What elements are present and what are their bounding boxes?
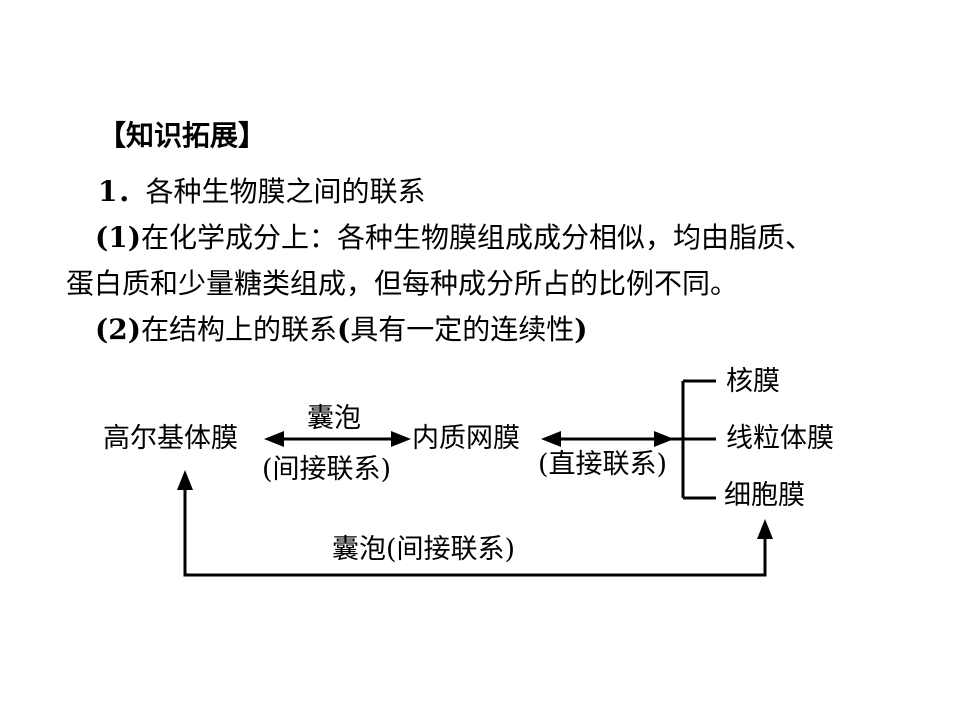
sub-point-2-paren-close: ) (574, 313, 588, 346)
sub-point-2-paren-open: ( (337, 313, 351, 346)
sub-point-1-text-a: 在化学成分上：各种生物膜组成成分相似，均由脂质、 (140, 221, 813, 254)
sub-point-2-marker: (2) (95, 313, 141, 346)
label-vesicle-top: 囊泡 (307, 403, 361, 434)
label-vesicle-bottom: 囊泡(间接联系) (332, 534, 516, 565)
section-heading: 【知识拓展】 (98, 119, 267, 152)
sub-point-2-text-b: 具有一定的连续性 (350, 313, 575, 346)
node-nuclear-membrane: 核膜 (726, 366, 780, 397)
arrowhead-to-er-left-icon (391, 431, 411, 447)
point-1: 1．各种生物膜之间的联系 (98, 175, 426, 209)
arrowhead-to-golgi-icon (264, 431, 284, 447)
label-direct-link: (直接联系) (538, 449, 668, 480)
point-1-number: 1． (98, 175, 146, 208)
sub-point-1-line-1: (1)在化学成分上：各种生物膜组成成分相似，均由脂质、 (95, 221, 813, 255)
arrowhead-up-to-plasma-icon (757, 519, 773, 539)
sub-point-1-marker: (1) (95, 221, 141, 254)
node-er-membrane: 内质网膜 (412, 423, 520, 454)
label-indirect-link: (间接联系) (262, 454, 392, 485)
sub-point-2: (2)在结构上的联系(具有一定的连续性) (95, 313, 588, 347)
point-1-text: 各种生物膜之间的联系 (145, 175, 426, 208)
node-plasma-membrane: 细胞膜 (724, 480, 805, 511)
sub-point-1-line-2: 蛋白质和少量糖类组成，但每种成分所占的比例不同。 (66, 267, 739, 300)
arrowhead-to-er-right-icon (541, 431, 561, 447)
arrowhead-to-branch-icon (654, 431, 674, 447)
node-golgi-membrane: 高尔基体膜 (103, 423, 238, 454)
sub-point-2-text-a: 在结构上的联系 (140, 313, 337, 346)
arrowhead-up-to-golgi-icon (177, 470, 193, 490)
node-mito-membrane: 线粒体膜 (726, 423, 834, 454)
vesicle-loop-line (183, 488, 767, 577)
